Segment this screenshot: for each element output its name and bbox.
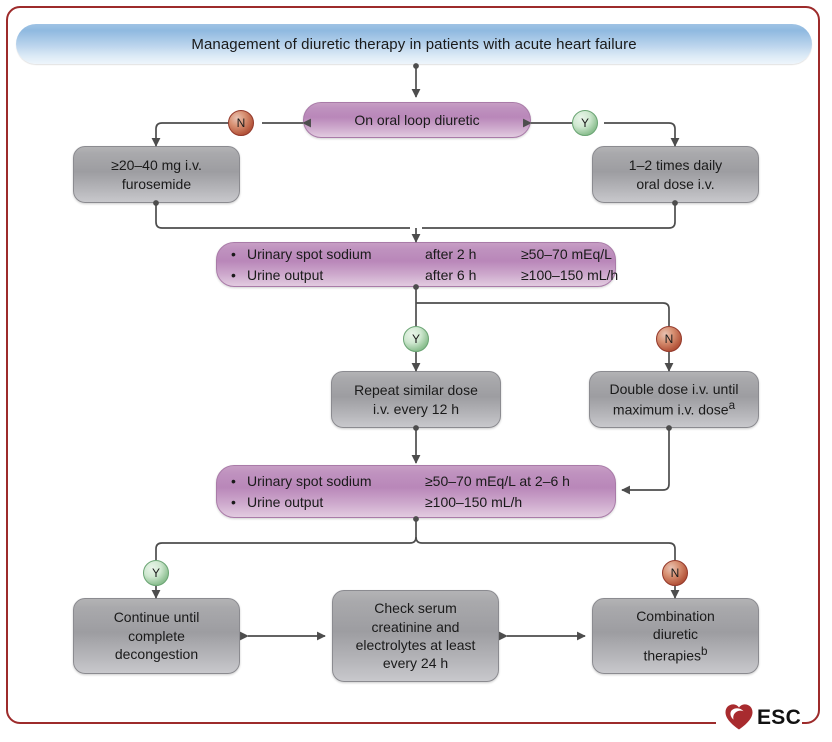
heart-icon — [725, 704, 753, 730]
node-continue-line1: Continue until — [113, 609, 200, 626]
node-double-dose[interactable]: Double dose i.v. until maximum i.v. dose… — [589, 371, 759, 428]
node-continue-decongestion[interactable]: Continue until complete decongestion — [73, 598, 240, 674]
criteria-2-row-2-value: ≥100–150 mL/h — [425, 493, 523, 510]
criteria-1-row-1-value: ≥50–70 mEq/L — [521, 245, 612, 262]
criteria-2-row-1: • Urinary spot sodium ≥50–70 mEq/L at 2–… — [231, 471, 615, 492]
esc-logo: ESC — [724, 702, 808, 732]
node-check-line4: every 24 h — [382, 655, 449, 672]
criteria-2-row-2: • Urine output ≥100–150 mL/h — [231, 492, 615, 513]
criteria-1-row-2: • Urine output after 6 h ≥100–150 mL/h — [231, 265, 619, 286]
badge-no-oral-loop[interactable]: N — [228, 110, 254, 136]
node-oral-dose-line2: oral dose i.v. — [636, 175, 715, 192]
badge-no-criteria-1[interactable]: N — [656, 326, 682, 352]
badge-no-label: N — [236, 116, 246, 130]
node-criteria-box-2[interactable]: • Urinary spot sodium ≥50–70 mEq/L at 2–… — [216, 465, 616, 518]
node-criteria-box-1[interactable]: • Urinary spot sodium after 2 h ≥50–70 m… — [216, 242, 619, 287]
badge-yes-criteria-1[interactable]: Y — [403, 326, 429, 352]
esc-logo-text: ESC — [757, 705, 802, 729]
node-double-dose-line1: Double dose i.v. until — [609, 380, 739, 397]
badge-yes-criteria-2[interactable]: Y — [143, 560, 169, 586]
node-combination-line3: therapiesb — [599, 644, 752, 665]
badge-yes-label: Y — [411, 332, 420, 346]
node-furosemide-dose[interactable]: ≥20–40 mg i.v. furosemide — [73, 146, 240, 203]
node-double-dose-line2: maximum i.v. dosea — [596, 398, 752, 419]
node-check-line2: creatinine and — [371, 618, 460, 635]
node-repeat-dose-line1: Repeat similar dose — [354, 382, 478, 399]
bullet-icon: • — [231, 494, 236, 510]
badge-yes-label: Y — [580, 116, 589, 130]
badge-no-label: N — [664, 332, 674, 346]
diagram-title-banner: Management of diuretic therapy in patien… — [16, 24, 812, 64]
criteria-1-row-2-value: ≥100–150 mL/h — [521, 266, 619, 283]
node-continue-line3: decongestion — [114, 646, 199, 663]
node-on-oral-loop-diuretic[interactable]: On oral loop diuretic — [303, 102, 531, 138]
node-repeat-dose-line2: i.v. every 12 h — [372, 400, 460, 417]
criteria-2-row-1-value: ≥50–70 mEq/L at 2–6 h — [425, 472, 570, 489]
node-double-dose-line2-text: maximum i.v. dose — [612, 401, 729, 418]
badge-yes-label: Y — [151, 566, 160, 580]
node-furosemide-line1: ≥20–40 mg i.v. — [111, 157, 202, 174]
node-combination-footnote: b — [701, 644, 708, 658]
node-combination-line1: Combination — [636, 607, 715, 624]
badge-no-criteria-2[interactable]: N — [662, 560, 688, 586]
node-combination-diuretic-therapies[interactable]: Combination diuretic therapiesb — [592, 598, 759, 674]
criteria-1-row-2-label: Urine output — [247, 266, 324, 283]
criteria-1-row-1-time: after 2 h — [425, 245, 477, 262]
node-check-serum-creatinine[interactable]: Check serum creatinine and electrolytes … — [332, 590, 499, 682]
bullet-icon: • — [231, 473, 236, 489]
node-on-oral-loop-diuretic-label: On oral loop diuretic — [354, 111, 480, 128]
badge-yes-oral-loop[interactable]: Y — [572, 110, 598, 136]
page-title: Management of diuretic therapy in patien… — [191, 35, 637, 53]
criteria-1-row-1-label: Urinary spot sodium — [247, 245, 372, 262]
node-repeat-similar-dose[interactable]: Repeat similar dose i.v. every 12 h — [331, 371, 501, 428]
node-oral-dose-iv[interactable]: 1–2 times daily oral dose i.v. — [592, 146, 759, 203]
node-check-line3: electrolytes at least — [355, 637, 476, 653]
node-continue-line2: complete — [128, 627, 185, 644]
criteria-2-row-1-label: Urinary spot sodium — [247, 472, 372, 489]
criteria-2-row-2-label: Urine output — [247, 493, 324, 510]
bullet-icon: • — [231, 246, 236, 262]
badge-no-label: N — [670, 566, 680, 580]
criteria-1-row-2-time: after 6 h — [425, 266, 477, 283]
bullet-icon: • — [231, 267, 236, 283]
node-check-line1: Check serum — [374, 600, 457, 617]
node-combination-line2: diuretic — [652, 626, 699, 643]
node-furosemide-line2: furosemide — [121, 175, 192, 192]
criteria-1-row-1: • Urinary spot sodium after 2 h ≥50–70 m… — [231, 244, 615, 265]
node-double-dose-footnote: a — [728, 399, 736, 413]
node-oral-dose-line1: 1–2 times daily — [628, 157, 723, 174]
node-combination-line3-text: therapies — [643, 647, 702, 664]
